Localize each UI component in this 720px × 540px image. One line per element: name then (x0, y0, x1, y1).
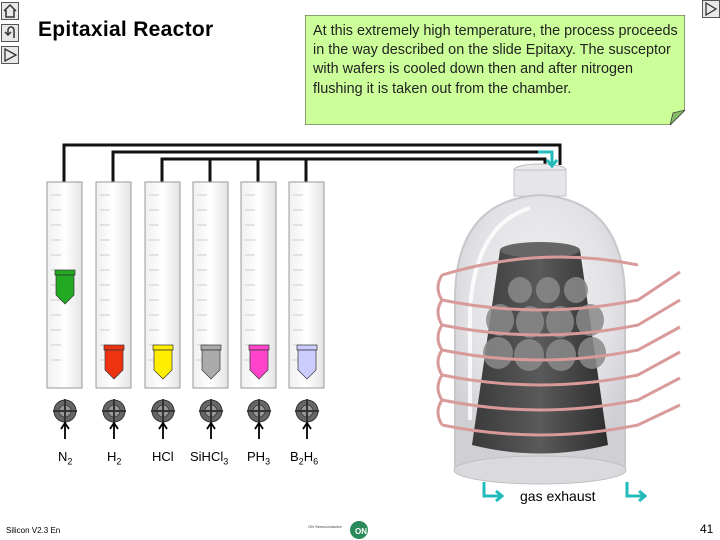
float-body (104, 349, 124, 380)
float-body (201, 349, 221, 380)
inlet-arrow (538, 150, 559, 169)
flow-meter-2 (144, 181, 181, 439)
return-icon (4, 26, 15, 38)
float-cap (200, 344, 222, 351)
exhaust-label: gas exhaust (520, 488, 596, 504)
previous-button[interactable] (1, 46, 19, 64)
float-body (297, 349, 317, 380)
page-title: Epitaxial Reactor (38, 18, 214, 41)
home-button[interactable] (1, 2, 19, 20)
gas-label-ph3: PH3 (247, 449, 271, 467)
gas-label-b2h6: B2H6 (290, 449, 319, 467)
flow-meter-4 (240, 181, 277, 439)
exhaust-arrow-left (482, 482, 505, 503)
return-button[interactable] (1, 24, 19, 42)
inlet-arrow-icon (254, 421, 264, 439)
inlet-arrow-icon (206, 421, 216, 439)
flow-meter-1 (95, 181, 132, 439)
float-body (55, 274, 75, 305)
inlet-arrow-icon (302, 421, 312, 439)
gas-label-sihcl3: SiHCl3 (190, 449, 229, 467)
previous-icon (4, 47, 18, 63)
footer-logo-text: ON Semiconductor (308, 524, 342, 529)
flow-meter-3 (192, 181, 229, 439)
page-number: 41 (700, 522, 714, 536)
footer-version: Silicon V2.3 En (6, 526, 61, 535)
gas-label-h2: H2 (107, 449, 122, 467)
float-cap (248, 344, 270, 351)
gas-label-n2: N2 (58, 449, 73, 467)
float-cap (103, 344, 125, 351)
exhaust-arrow-right (625, 482, 648, 503)
float-cap (152, 344, 174, 351)
float-cap (296, 344, 318, 351)
gas-pipes (62, 143, 562, 182)
float-cap (54, 269, 76, 276)
susceptor (472, 242, 608, 454)
inlet-arrow-icon (158, 421, 168, 439)
flow-meter-5 (288, 181, 325, 439)
float-body (153, 349, 173, 380)
on-semiconductor-logo: ON (350, 521, 368, 539)
svg-text:ON: ON (355, 527, 367, 536)
inlet-arrow-icon (60, 421, 70, 439)
inlet-arrow-icon (109, 421, 119, 439)
float-body (249, 349, 269, 380)
home-icon (3, 3, 17, 18)
heating-coil (436, 255, 681, 437)
gas-label-hcl: HCl (152, 449, 174, 464)
note-callout (305, 15, 685, 125)
flow-meter-0 (46, 181, 83, 439)
note-text: At this extremely high temperature, the … (313, 23, 678, 97)
